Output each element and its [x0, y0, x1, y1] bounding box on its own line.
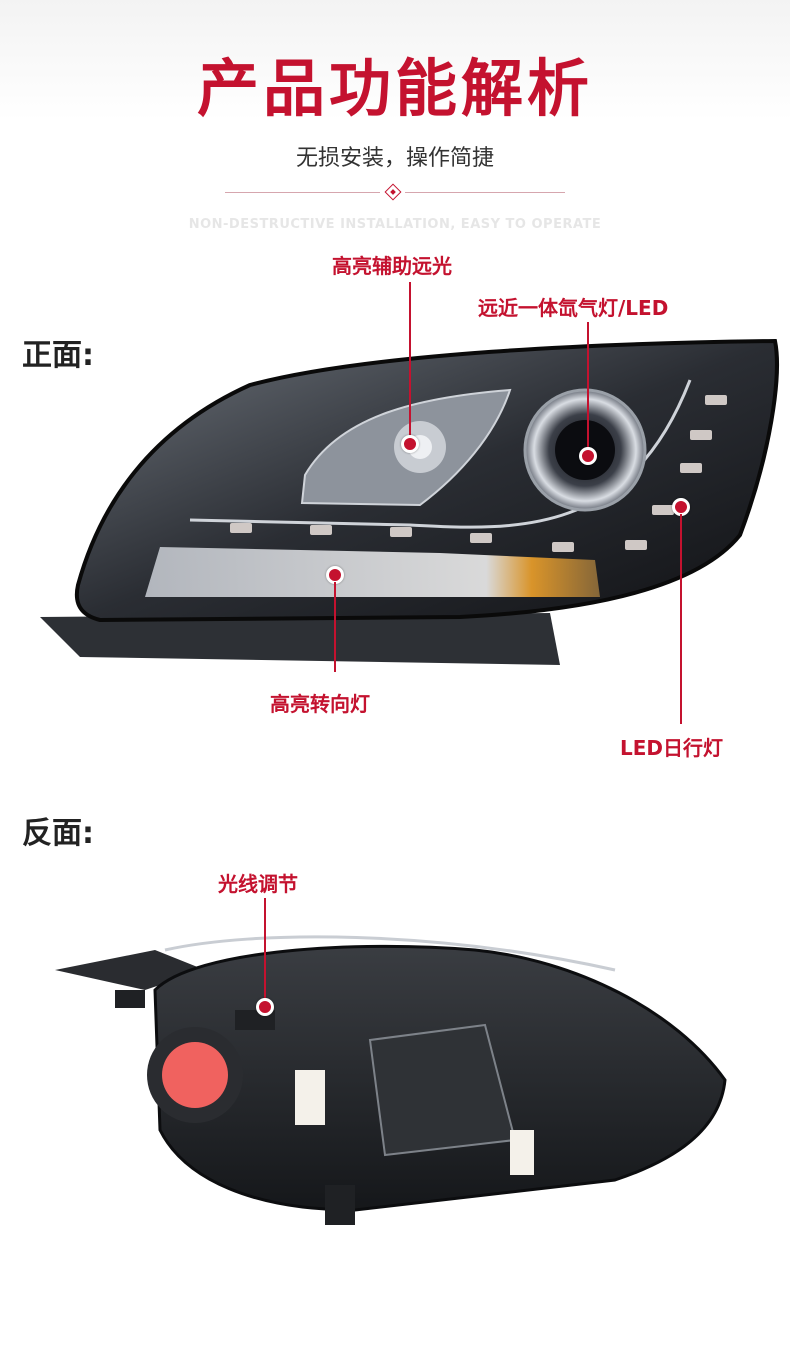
callout-projector: 远近一体氙气灯/LED	[478, 296, 669, 320]
diamond-ornament-icon	[384, 183, 402, 201]
callout-drl: LED日行灯	[620, 736, 724, 760]
callout-turn-signal: 高亮转向灯	[270, 692, 370, 716]
marker-high-beam-dot	[401, 435, 419, 453]
leader-line-high-beam	[409, 282, 411, 442]
page-subtitle: 无损安装，操作简捷	[295, 146, 494, 171]
leader-line-turn-signal	[334, 582, 336, 672]
divider-left	[225, 192, 380, 193]
callout-high-beam: 高亮辅助远光	[332, 254, 452, 278]
leader-line-projector	[587, 322, 589, 452]
english-caption: NON-DESTRUCTIVE INSTALLATION, EASY TO OP…	[188, 217, 602, 232]
divider-right	[405, 192, 565, 193]
headlight-front-image	[40, 335, 785, 695]
leader-line-drl	[680, 514, 682, 724]
marker-beam-adjust-dot	[256, 998, 274, 1016]
leader-line-beam-adjust	[264, 898, 266, 1000]
marker-projector-dot	[579, 447, 597, 465]
front-section-label: 正面:	[22, 338, 94, 373]
page-title: 产品功能解析	[196, 52, 593, 125]
headlight-back-image	[55, 930, 755, 1260]
back-section-label: 反面:	[22, 816, 94, 851]
callout-beam-adjust: 光线调节	[218, 872, 298, 896]
